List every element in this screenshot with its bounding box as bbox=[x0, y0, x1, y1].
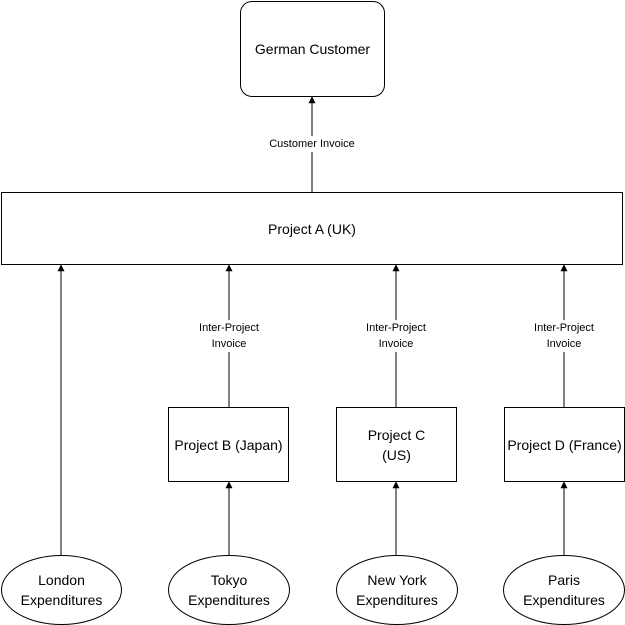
paris-expenditures-node: Paris Expenditures bbox=[503, 555, 625, 625]
tokyo-label-line2: Expenditures bbox=[188, 592, 270, 608]
project-b-label: Project B (Japan) bbox=[174, 436, 283, 453]
london-label-line1: London bbox=[38, 572, 85, 588]
inter-project-invoice-label-d: Inter-Project Invoice bbox=[534, 320, 594, 352]
london-expenditures-node: London Expenditures bbox=[1, 555, 122, 625]
london-label-line2: Expenditures bbox=[20, 592, 103, 608]
project-a-label: Project A (UK) bbox=[268, 220, 356, 237]
tokyo-label-line1: Tokyo bbox=[210, 572, 248, 588]
inter-project-d-line2: Invoice bbox=[546, 338, 582, 350]
project-d-node: Project D (France) bbox=[504, 407, 625, 482]
new-york-label-line2: Expenditures bbox=[356, 592, 438, 608]
new-york-label-line1: New York bbox=[367, 572, 427, 588]
project-a-node: Project A (UK) bbox=[1, 192, 623, 265]
inter-project-d-line1: Inter-Project bbox=[534, 322, 594, 334]
project-d-label: Project D (France) bbox=[507, 436, 622, 453]
inter-project-c-line2: Invoice bbox=[378, 338, 414, 350]
paris-label-line2: Expenditures bbox=[523, 592, 605, 608]
inter-project-b-line2: Invoice bbox=[211, 338, 247, 350]
project-b-node: Project B (Japan) bbox=[168, 407, 289, 482]
inter-project-invoice-label-b: Inter-Project Invoice bbox=[199, 320, 259, 352]
customer-invoice-text: Customer Invoice bbox=[269, 138, 355, 150]
project-c-node: Project C (US) bbox=[336, 407, 457, 482]
inter-project-invoice-label-c: Inter-Project Invoice bbox=[366, 320, 426, 352]
customer-invoice-label: Customer Invoice bbox=[269, 136, 355, 152]
inter-project-b-line1: Inter-Project bbox=[199, 322, 259, 334]
tokyo-expenditures-node: Tokyo Expenditures bbox=[168, 555, 290, 625]
german-customer-node: German Customer bbox=[240, 1, 385, 97]
inter-project-c-line1: Inter-Project bbox=[366, 322, 426, 334]
project-c-label-line2: (US) bbox=[382, 446, 411, 463]
project-c-label-line1: Project C bbox=[367, 426, 426, 443]
new-york-expenditures-node: New York Expenditures bbox=[336, 555, 458, 625]
german-customer-label: German Customer bbox=[254, 41, 371, 57]
paris-label-line1: Paris bbox=[548, 572, 580, 588]
